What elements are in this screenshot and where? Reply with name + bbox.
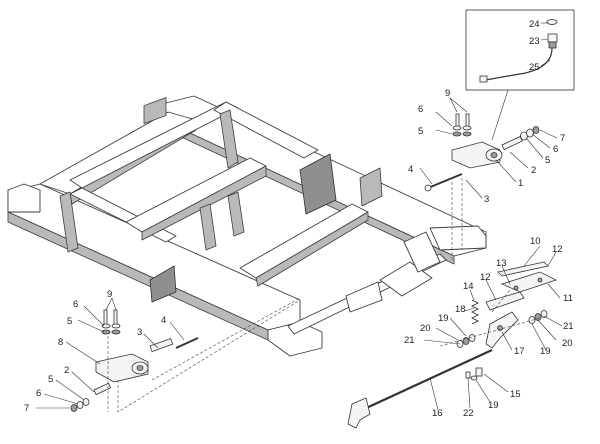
callout-2: 2: [531, 165, 536, 176]
callout-labels: 24 23 25 9 6 5 7 6 5 2 4 1 3 10 12 13 12…: [24, 19, 574, 419]
callout-5: 5: [48, 374, 53, 385]
callout-20: 20: [420, 323, 431, 334]
callout-19: 19: [540, 346, 551, 357]
callout-16: 16: [432, 408, 443, 419]
callout-21: 21: [404, 335, 415, 346]
callout-24: 24: [529, 19, 540, 30]
callout-19: 19: [488, 400, 499, 411]
callout-4: 4: [408, 164, 413, 175]
callout-5: 5: [545, 155, 550, 166]
callout-22: 22: [463, 408, 474, 419]
callout-3: 3: [484, 194, 489, 205]
callout-12: 12: [552, 244, 563, 255]
callout-7: 7: [560, 133, 565, 144]
callout-2: 2: [64, 365, 69, 376]
upper-pivot-bracket: [424, 113, 540, 192]
callout-9: 9: [107, 289, 112, 300]
callout-10: 10: [530, 236, 541, 247]
callout-6: 6: [73, 299, 78, 310]
callout-3: 3: [137, 327, 142, 338]
callout-7: 7: [24, 403, 29, 414]
callout-6: 6: [553, 144, 558, 155]
callout-25: 25: [529, 62, 540, 73]
callout-21: 21: [563, 321, 574, 332]
callout-20: 20: [562, 338, 573, 349]
callout-12: 12: [480, 272, 491, 283]
callout-8: 8: [58, 337, 63, 348]
callout-19: 19: [438, 313, 449, 324]
callout-14: 14: [463, 281, 474, 292]
callout-13: 13: [496, 258, 507, 269]
callout-5: 5: [418, 126, 423, 137]
chassis-frame: [7, 95, 487, 357]
callout-4: 4: [161, 315, 166, 326]
callout-6: 6: [36, 388, 41, 399]
callout-6: 6: [418, 104, 423, 115]
lower-pivot-bracket: [70, 309, 199, 412]
callout-18: 18: [455, 304, 466, 315]
callout-9: 9: [445, 88, 450, 99]
linkage-rod: [287, 231, 447, 335]
leader-lines: [36, 22, 563, 411]
callout-1: 1: [518, 178, 523, 189]
callout-5: 5: [67, 316, 72, 327]
sensor-inset: [465, 9, 575, 141]
callout-23: 23: [529, 36, 540, 47]
callout-15: 15: [510, 389, 521, 400]
callout-11: 11: [563, 293, 573, 304]
callout-17: 17: [514, 346, 525, 357]
